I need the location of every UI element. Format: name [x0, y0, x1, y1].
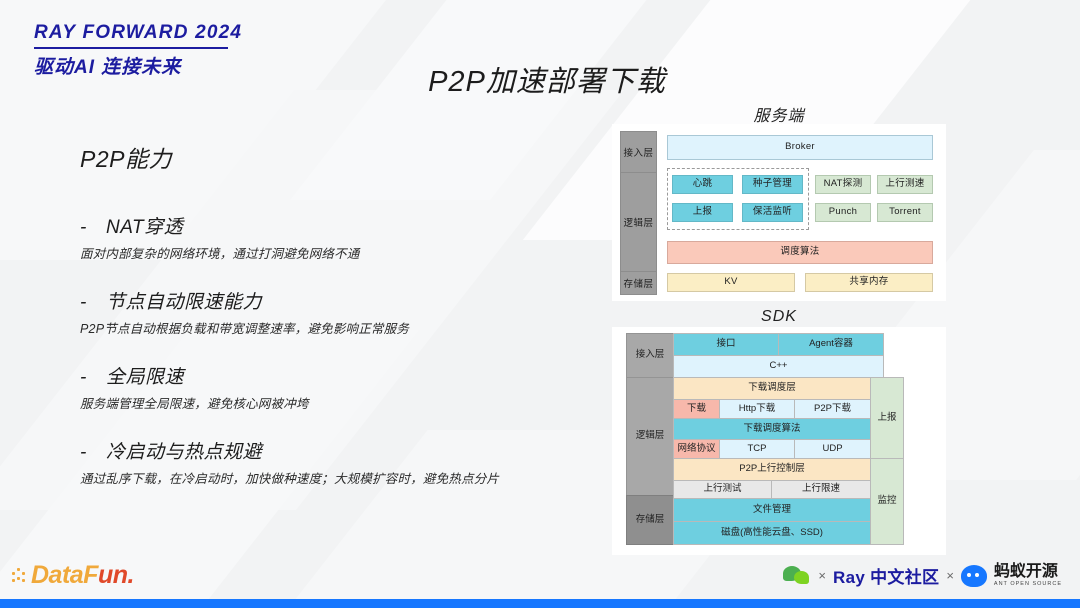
ant-open-source-icon: [960, 564, 987, 587]
datafun-dots-icon: [12, 567, 28, 584]
sdk-box-download: 下载: [673, 399, 720, 419]
feature-title-text: 全局限速: [106, 367, 185, 388]
sdk-box-disk: 磁盘(高性能云盘、SSD): [673, 521, 871, 545]
server-box-seed-manage: 种子管理: [742, 175, 803, 194]
sdk-box-uplink-limit: 上行限速: [771, 480, 871, 499]
feature-title: -节点自动限速能力: [80, 287, 590, 314]
sdk-diagram-panel: 接入层 逻辑层 存储层 接口 Agent容器 C++ 下载调度层 下载 Http…: [612, 327, 946, 555]
feature-description: P2P节点自动根据负载和带宽调整速率，避免影响正常服务: [80, 322, 410, 336]
feature-item: -全局限速 服务端管理全局限速，避免核心网被冲垮: [80, 362, 590, 412]
server-box-torrent: Torrent: [877, 203, 933, 222]
sdk-box-interface: 接口: [673, 333, 779, 356]
server-layer-logic: 逻辑层: [620, 172, 657, 272]
ant-label: 蚂蚁开源: [993, 562, 1058, 580]
ant-wordmark: 蚂蚁开源 ANT OPEN SOURCE: [993, 562, 1062, 588]
bullet-dash-icon: -: [80, 367, 87, 388]
left-content-column: P2P能力 -NAT穿透 面对内部复杂的网络环境，通过打洞避免网络不通 -节点自…: [80, 140, 590, 512]
feature-item: -节点自动限速能力 P2P节点自动根据负载和带宽调整速率，避免影响正常服务: [80, 287, 590, 337]
sdk-box-p2p-uplink-control: P2P上行控制层: [673, 458, 871, 481]
ant-sublabel: ANT OPEN SOURCE: [993, 580, 1062, 587]
feature-title: -冷启动与热点规避: [80, 437, 590, 464]
times-separator-1: ×: [818, 568, 827, 583]
server-box-uplink-speedtest: 上行测速: [877, 175, 933, 194]
server-diagram-title: 服务端: [753, 108, 805, 125]
sdk-box-http-download: Http下载: [719, 399, 795, 419]
sdk-box-file-management: 文件管理: [673, 498, 871, 522]
partner-logos: × Ray 中文社区 × 蚂蚁开源 ANT OPEN SOURCE: [783, 563, 1062, 588]
footer-accent-bar: [0, 599, 1080, 608]
brand-title-cn: 驱动AI 连接未来: [34, 57, 182, 78]
brand-divider: [34, 47, 228, 49]
server-box-heartbeat: 心跳: [672, 175, 733, 194]
feature-description: 服务端管理全局限速，避免核心网被冲垮: [80, 397, 309, 411]
server-logic-group-outline: [667, 168, 809, 230]
sdk-diagram-title: SDK: [761, 308, 797, 325]
feature-title: -全局限速: [80, 362, 590, 389]
server-diagram-panel: 接入层 逻辑层 存储层 Broker 心跳 种子管理 上报 保活监听 NAT探测…: [612, 124, 946, 301]
datafun-logo: DataFun.: [12, 561, 134, 590]
feature-item: -冷启动与热点规避 通过乱序下载，在冷启动时，加快做种速度；大规模扩容时，避免热…: [80, 437, 590, 487]
server-layer-storage: 存储层: [620, 271, 657, 295]
page-title: P2P加速部署下载: [428, 66, 666, 98]
sdk-box-uplink-test: 上行测试: [673, 480, 772, 499]
sdk-box-cpp: C++: [673, 355, 884, 378]
wechat-icon: [783, 565, 811, 586]
ray-community-label: Ray 中文社区: [833, 568, 940, 587]
feature-item: -NAT穿透 面对内部复杂的网络环境，通过打洞避免网络不通: [80, 212, 590, 262]
server-box-kv: KV: [667, 273, 795, 292]
server-box-nat-detect: NAT探测: [815, 175, 871, 194]
sdk-box-udp: UDP: [794, 439, 871, 459]
bullet-dash-icon: -: [80, 292, 87, 313]
feature-title: -NAT穿透: [80, 212, 590, 239]
sdk-box-agent-container: Agent容器: [778, 333, 884, 356]
server-box-scheduler-algo: 调度算法: [667, 241, 933, 264]
server-box-report: 上报: [672, 203, 733, 222]
server-broker-box: Broker: [667, 135, 933, 160]
times-separator-2: ×: [946, 568, 954, 583]
sdk-layer-logic: 逻辑层: [626, 377, 674, 496]
feature-description: 面对内部复杂的网络环境，通过打洞避免网络不通: [80, 247, 360, 261]
brand-block: RAY FORWARD 2024 驱动AI 连接未来: [34, 22, 394, 79]
feature-title-text: NAT穿透: [106, 217, 184, 238]
section-heading: P2P能力: [80, 146, 172, 172]
feature-title-text: 节点自动限速能力: [106, 292, 263, 313]
sdk-layer-storage: 存储层: [626, 495, 674, 545]
brand-title-en: RAY FORWARD 2024: [34, 22, 243, 43]
sdk-box-report-side: 上报: [870, 377, 904, 459]
server-box-keepalive-listen: 保活监听: [742, 203, 803, 222]
bullet-dash-icon: -: [80, 442, 87, 463]
server-box-shared-memory: 共享内存: [805, 273, 933, 292]
server-box-punch: Punch: [815, 203, 871, 222]
server-layer-access: 接入层: [620, 131, 657, 173]
sdk-box-download-sched-layer: 下载调度层: [673, 377, 871, 400]
datafun-text-a: DataF: [31, 561, 98, 589]
sdk-box-tcp: TCP: [719, 439, 795, 459]
datafun-wordmark: DataFun.: [31, 561, 134, 590]
feature-title-text: 冷启动与热点规避: [106, 442, 263, 463]
datafun-text-b: un.: [97, 561, 135, 589]
sdk-box-download-algo: 下载调度算法: [673, 418, 871, 440]
sdk-box-p2p-download: P2P下载: [794, 399, 871, 419]
sdk-box-monitor-side: 监控: [870, 458, 904, 545]
feature-description: 通过乱序下载，在冷启动时，加快做种速度；大规模扩容时，避免热点分片: [80, 472, 500, 486]
sdk-box-network-protocol: 网络协议: [673, 439, 720, 459]
bullet-dash-icon: -: [80, 217, 87, 238]
sdk-layer-access: 接入层: [626, 333, 674, 378]
